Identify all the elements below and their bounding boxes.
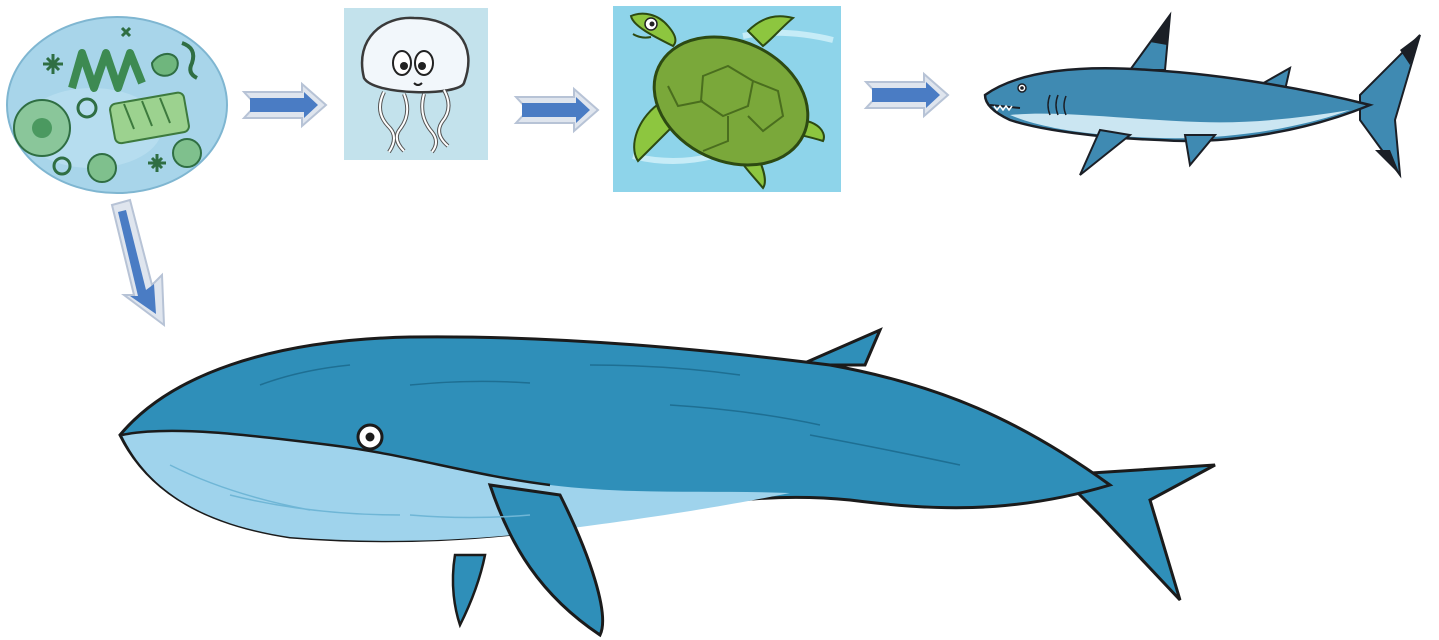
jellyfish-node [344, 8, 488, 160]
arrow-right-icon [240, 80, 330, 130]
jellyfish-icon [344, 8, 488, 160]
arrow-down-right-icon [90, 200, 180, 330]
arrow-turtle-to-shark [862, 70, 952, 120]
shark-node [980, 10, 1430, 185]
turtle-node [613, 6, 841, 192]
whale-node [110, 325, 1220, 640]
arrow-plankton-to-whale [90, 200, 180, 330]
turtle-icon [613, 6, 841, 192]
shark-icon [980, 10, 1430, 185]
arrow-plankton-to-jellyfish [240, 80, 330, 130]
plankton-node [2, 8, 232, 198]
arrow-jellyfish-to-turtle [512, 85, 602, 135]
plankton-icon [2, 8, 232, 198]
blue-whale-icon [110, 325, 1220, 640]
arrow-right-icon [512, 85, 602, 135]
arrow-right-icon [862, 70, 952, 120]
